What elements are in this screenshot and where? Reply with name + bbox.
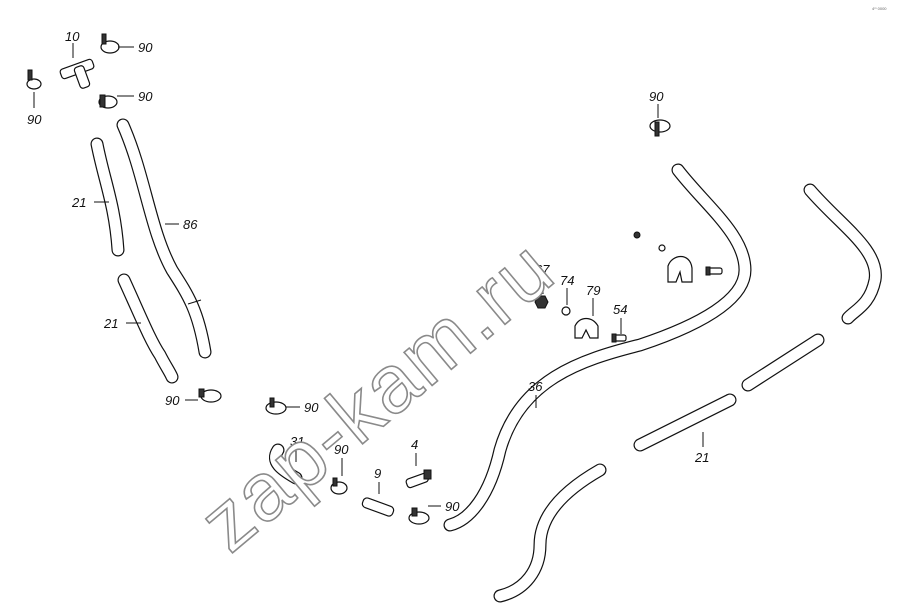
hose-right-bend xyxy=(803,183,882,325)
clamp-90-top xyxy=(100,33,120,54)
bolt-upper-right xyxy=(705,266,723,276)
callout-90-right: 90 xyxy=(649,89,664,104)
bracket-79 xyxy=(574,317,599,339)
callout-36: 36 xyxy=(528,379,543,394)
callout-9: 9 xyxy=(374,466,381,481)
clamp-90-tee xyxy=(98,94,118,109)
hose-21-upper xyxy=(90,137,125,257)
callout-90-bottom: 90 xyxy=(445,499,460,514)
clamp-90-bottom xyxy=(408,507,430,525)
callout-21-right: 21 xyxy=(694,450,709,465)
hose-bottom-s xyxy=(493,463,607,603)
clamp-90-lower-left xyxy=(198,388,222,403)
washer-upper-right xyxy=(658,244,666,252)
hose-21-right xyxy=(633,393,737,452)
clamp-90-right xyxy=(649,119,671,137)
bolt-54 xyxy=(611,333,627,343)
nut-upper-right xyxy=(633,231,641,239)
callout-labels: 10 90 90 90 21 86 21 90 90 31 90 9 4 90 … xyxy=(27,29,709,514)
callout-90-bracket: 90 xyxy=(334,442,349,457)
bracket-upper-right xyxy=(667,255,693,283)
watermark: zap-kam.ru xyxy=(183,223,571,569)
hose-31-elbow xyxy=(269,443,303,485)
leader-lines xyxy=(33,43,704,507)
fitting-4 xyxy=(405,469,432,489)
callout-4: 4 xyxy=(411,437,418,452)
callout-90-top: 90 xyxy=(138,40,153,55)
callout-67: 67 xyxy=(535,262,550,277)
callout-21-upper: 21 xyxy=(71,195,86,210)
callout-79: 79 xyxy=(586,283,600,298)
hose-86-joint-mark xyxy=(187,299,202,305)
callout-10: 10 xyxy=(65,29,80,44)
callout-54: 54 xyxy=(613,302,627,317)
callout-90-tee: 90 xyxy=(138,89,153,104)
clamp-90-left xyxy=(26,69,42,90)
washer-74 xyxy=(561,306,571,316)
tee-fitting-10 xyxy=(59,58,95,89)
hose-21-lower-left xyxy=(117,273,179,384)
callout-86: 86 xyxy=(183,217,198,232)
bracket-clamp-90 xyxy=(330,477,348,495)
clamp-90-mid xyxy=(265,397,287,415)
callout-21-lower-left: 21 xyxy=(103,316,118,331)
callout-74: 74 xyxy=(560,273,574,288)
hose-86 xyxy=(116,118,212,359)
corner-mark: 4ᵐ 0000 xyxy=(872,6,887,11)
hose-straight-right xyxy=(741,333,825,392)
callout-90-lower-left: 90 xyxy=(165,393,180,408)
callout-90-mid: 90 xyxy=(304,400,319,415)
hose-36 xyxy=(443,163,752,532)
connector-tube-9 xyxy=(361,497,395,517)
callout-31: 31 xyxy=(290,434,304,449)
callout-90-left: 90 xyxy=(27,112,42,127)
nut-67 xyxy=(534,295,549,309)
